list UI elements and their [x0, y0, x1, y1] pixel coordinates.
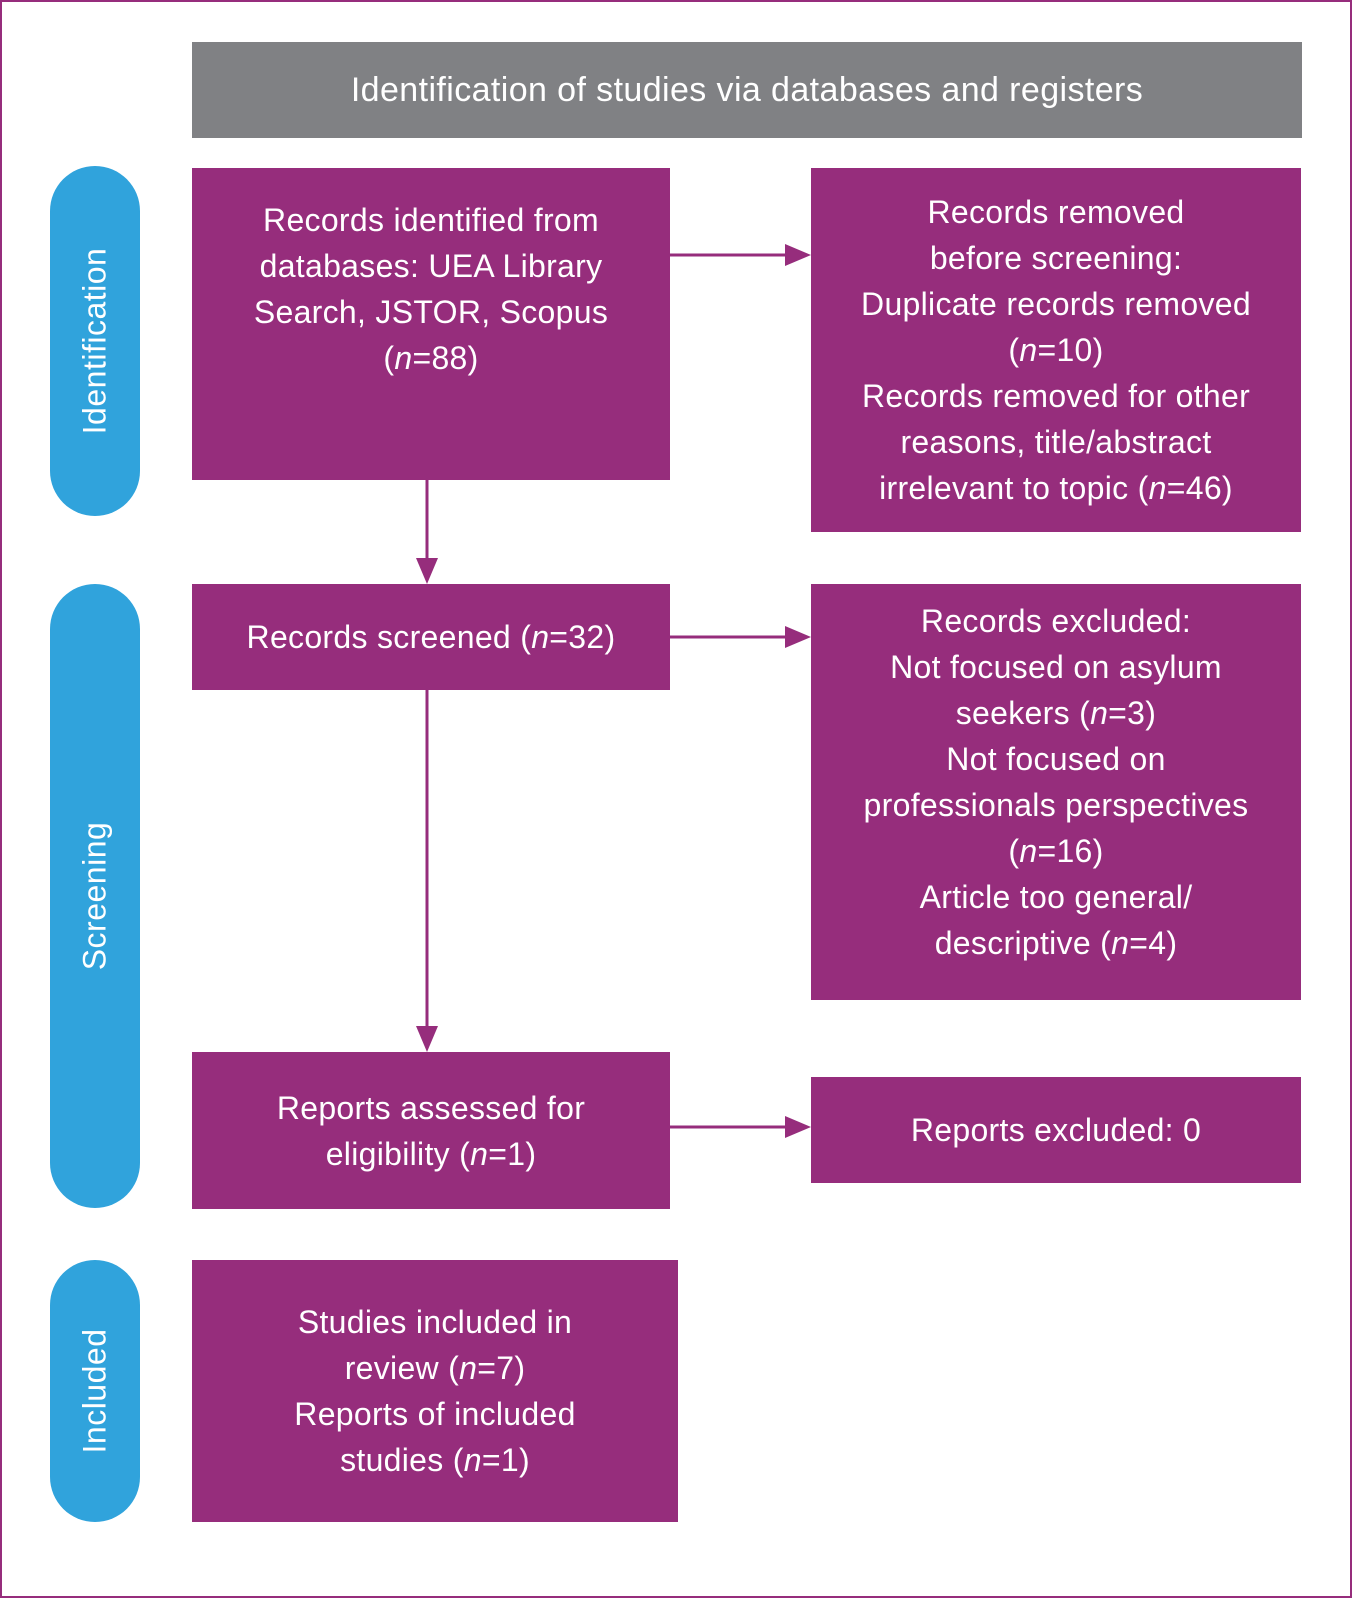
records-removed-line: Records removed: [927, 194, 1185, 230]
arrowhead-assessed: [416, 1026, 438, 1052]
studies-included-line: studies (n=1): [340, 1442, 530, 1478]
studies-included-line: review (n=7): [344, 1350, 526, 1386]
reports-assessed-line: Reports assessed for: [276, 1089, 586, 1126]
records-excluded-line: Not focused on asylum: [890, 649, 1222, 685]
phase-screening: Screening: [50, 584, 140, 1208]
studies-included-box: Studies included in review (n=7) Reports o…: [192, 1260, 678, 1522]
records-identified-line: Search, JSTOR, Scopus: [253, 294, 609, 330]
records-removed-line: before screening:: [929, 240, 1183, 276]
records-removed-line: reasons, title/abstract: [900, 424, 1212, 460]
records-identified-line: (n=88): [383, 340, 479, 376]
records-removed-line: (n=10): [1008, 332, 1104, 368]
records-screened-line: Records screened (n=32): [246, 619, 616, 655]
header-title: Identification of studies via databases …: [350, 70, 1144, 109]
arrowhead-removed: [785, 244, 811, 266]
arrowhead-screened: [416, 558, 438, 584]
arrowhead-reports-excluded: [785, 1116, 811, 1138]
records-identified-line: Records identified from: [263, 202, 599, 238]
studies-included-line: Reports of included: [294, 1396, 576, 1432]
records-excluded-line: seekers (n=3): [955, 695, 1157, 731]
reports-assessed-box: Reports assessed for eligibility (n=1): [192, 1052, 670, 1209]
studies-included-line: Studies included in: [297, 1304, 573, 1340]
header-banner: Identification of studies via databases …: [192, 42, 1302, 138]
records-removed-line: irrelevant to topic (n=46): [879, 470, 1233, 506]
records-excluded-line: Records excluded:: [920, 603, 1192, 639]
records-excluded-line: (n=16): [1008, 833, 1104, 869]
records-excluded-line: Not focused on: [946, 741, 1166, 777]
records-excluded-line: Article too general/: [919, 879, 1193, 915]
reports-assessed-line: eligibility (n=1): [325, 1135, 537, 1172]
arrowhead-excluded: [785, 626, 811, 648]
phase-included: Included: [50, 1260, 140, 1522]
records-excluded-box: Records excluded: Not focused on asylum se…: [811, 584, 1301, 1000]
phase-identification: Identification: [50, 166, 140, 516]
records-excluded-line: descriptive (n=4): [934, 925, 1178, 961]
records-removed-line: Records removed for other: [861, 378, 1251, 414]
records-identified-box: Records identified from databases: UEA Li…: [192, 168, 670, 480]
reports-excluded-line: Reports excluded: 0: [910, 1112, 1202, 1148]
records-removed-line: Duplicate records removed: [861, 286, 1251, 322]
records-removed-box: Records removed before screening: Duplicat…: [811, 168, 1301, 532]
records-identified-line: databases: UEA Library: [259, 248, 603, 284]
reports-excluded-box: Reports excluded: 0: [811, 1077, 1301, 1183]
records-excluded-line: professionals perspectives: [863, 787, 1249, 823]
records-screened-box: Records screened (n=32): [192, 584, 670, 690]
